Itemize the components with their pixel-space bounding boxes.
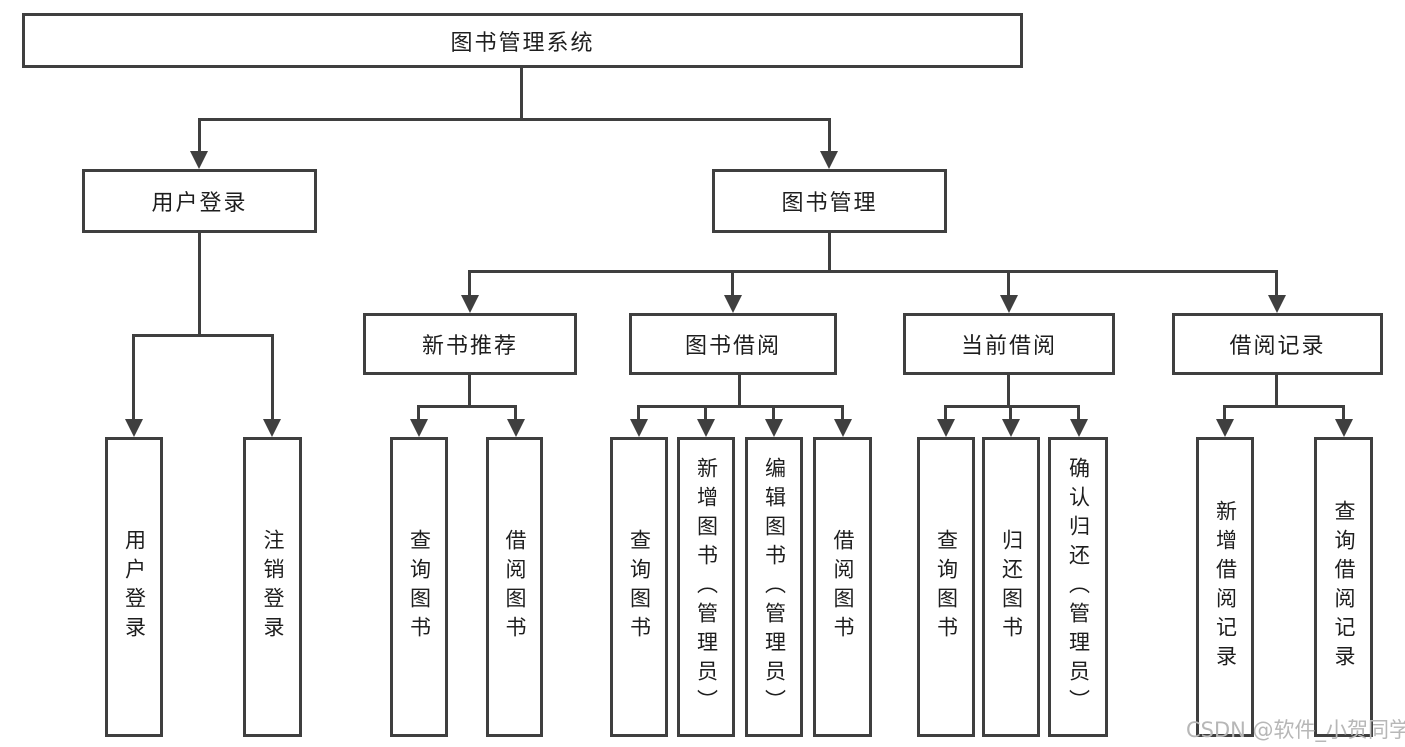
node-book-borrow: 图书借阅 (629, 313, 837, 375)
connector-line (271, 334, 274, 420)
connector-line (828, 233, 831, 272)
arrow-down-icon (820, 151, 838, 169)
leaf-current-confirm-admin-label: 确认归还（管理员） (1066, 456, 1091, 718)
arrow-down-icon (1002, 419, 1020, 437)
leaf-current-query: 查询图书 (917, 437, 975, 737)
leaf-borrow-borrow: 借阅图书 (813, 437, 872, 737)
node-user-login: 用户登录 (82, 169, 317, 233)
arrow-down-icon (1268, 295, 1286, 313)
arrow-down-icon (190, 151, 208, 169)
node-borrow-records-label: 借阅记录 (1229, 334, 1326, 359)
leaf-borrow-borrow-label: 借阅图书 (831, 529, 855, 645)
connector-line (1009, 405, 1012, 421)
node-new-book-recommend-label: 新书推荐 (421, 334, 518, 359)
connector-line (520, 68, 523, 120)
arrow-down-icon (461, 295, 479, 313)
leaf-logout: 注销登录 (243, 437, 302, 737)
connector-line (1007, 270, 1010, 297)
node-borrow-records: 借阅记录 (1172, 313, 1383, 375)
leaf-logout-label: 注销登录 (261, 529, 285, 645)
leaf-borrow-edit-admin: 编辑图书（管理员） (745, 437, 803, 737)
arrow-down-icon (1070, 419, 1088, 437)
node-new-book-recommend: 新书推荐 (363, 313, 577, 375)
connector-line (1275, 375, 1278, 407)
node-user-login-label: 用户登录 (151, 191, 248, 216)
arrow-down-icon (1216, 419, 1234, 437)
arrow-down-icon (507, 419, 525, 437)
connector-line (198, 118, 831, 121)
leaf-borrow-query-label: 查询图书 (627, 529, 652, 645)
leaf-borrow-add-admin-label: 新增图书（管理员） (694, 456, 719, 718)
node-book-management-label: 图书管理 (781, 191, 878, 216)
leaf-borrow-query: 查询图书 (610, 437, 668, 737)
connector-line (198, 118, 201, 152)
leaf-current-return-label: 归还图书 (999, 529, 1024, 645)
connector-line (1077, 405, 1080, 421)
arrow-down-icon (1000, 295, 1018, 313)
connector-line (637, 405, 640, 421)
arrow-down-icon (263, 419, 281, 437)
leaf-newbook-borrow: 借阅图书 (486, 437, 543, 737)
arrow-down-icon (410, 419, 428, 437)
node-book-management: 图书管理 (712, 169, 947, 233)
leaf-newbook-query: 查询图书 (390, 437, 448, 737)
connector-line (417, 405, 420, 421)
leaf-current-confirm-admin: 确认归还（管理员） (1048, 437, 1108, 737)
connector-line (704, 405, 707, 421)
connector-line (944, 405, 947, 421)
arrow-down-icon (1335, 419, 1353, 437)
leaf-records-query-label: 查询借阅记录 (1332, 500, 1356, 674)
node-root: 图书管理系统 (22, 13, 1023, 68)
connector-line (468, 270, 1278, 273)
arrow-down-icon (697, 419, 715, 437)
leaf-user-login: 用户登录 (105, 437, 163, 737)
leaf-borrow-add-admin: 新增图书（管理员） (677, 437, 735, 737)
arrow-down-icon (765, 419, 783, 437)
connector-line (468, 270, 471, 297)
connector-line (828, 118, 831, 152)
leaf-records-add-label: 新增借阅记录 (1213, 500, 1238, 674)
leaf-current-query-label: 查询图书 (934, 529, 959, 645)
node-current-borrow: 当前借阅 (903, 313, 1115, 375)
leaf-borrow-edit-admin-label: 编辑图书（管理员） (762, 456, 787, 718)
arrow-down-icon (937, 419, 955, 437)
connector-line (1223, 405, 1345, 408)
node-current-borrow-label: 当前借阅 (960, 334, 1057, 359)
csdn-watermark: CSDN @软件_小贺同学 (1186, 718, 1405, 742)
arrow-down-icon (724, 295, 742, 313)
connector-line (944, 405, 1080, 408)
arrow-down-icon (834, 419, 852, 437)
connector-line (198, 233, 201, 336)
leaf-current-return: 归还图书 (982, 437, 1040, 737)
connector-line (738, 375, 741, 407)
connector-line (1223, 405, 1226, 421)
connector-line (132, 334, 135, 420)
connector-line (1342, 405, 1345, 421)
arrow-down-icon (125, 419, 143, 437)
leaf-newbook-borrow-label: 借阅图书 (503, 529, 527, 645)
connector-line (1275, 270, 1278, 297)
connector-line (772, 405, 775, 421)
leaf-user-login-label: 用户登录 (122, 529, 147, 645)
connector-line (731, 270, 734, 297)
connector-line (132, 334, 274, 337)
connector-line (841, 405, 844, 421)
leaf-newbook-query-label: 查询图书 (407, 529, 432, 645)
leaf-records-query: 查询借阅记录 (1314, 437, 1373, 737)
node-book-borrow-label: 图书借阅 (684, 334, 781, 359)
connector-line (514, 405, 517, 421)
connector-line (637, 405, 844, 408)
connector-line (468, 375, 471, 407)
connector-line (1007, 375, 1010, 407)
node-root-label: 图书管理系统 (450, 30, 595, 56)
connector-line (417, 405, 517, 408)
leaf-records-add: 新增借阅记录 (1196, 437, 1254, 737)
arrow-down-icon (630, 419, 648, 437)
